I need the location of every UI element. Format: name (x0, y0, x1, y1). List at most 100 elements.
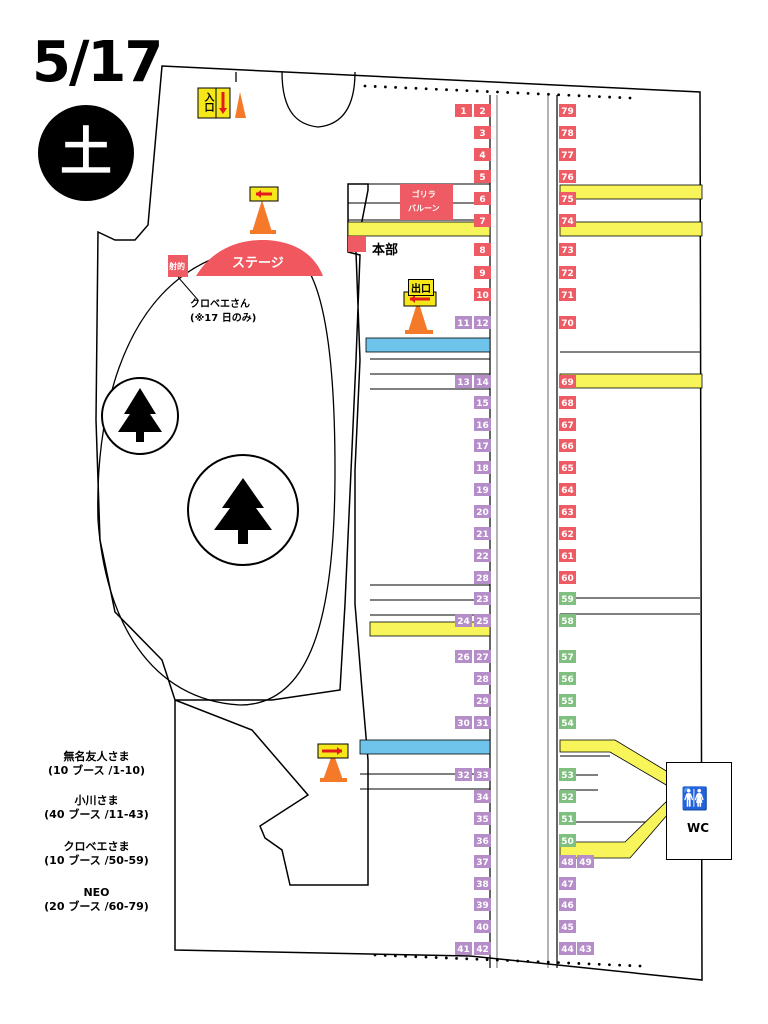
booth-b: 78 (559, 126, 576, 139)
dotted-fence (363, 84, 642, 968)
booth-b: 55 (559, 694, 576, 707)
booth-b: 68 (559, 396, 576, 409)
svg-text:44: 44 (561, 945, 574, 955)
hq-label: 本部 (372, 243, 399, 258)
booth-a: 40 (474, 920, 491, 933)
svg-text:2: 2 (479, 107, 485, 117)
booth-a: 33 (474, 768, 491, 781)
svg-text:1: 1 (460, 107, 466, 117)
booth-a: 31 (474, 716, 491, 729)
booth-b: 56 (559, 672, 576, 685)
svg-text:46: 46 (561, 901, 574, 911)
svg-text:26: 26 (457, 653, 470, 663)
booth-b: 63 (559, 505, 576, 518)
svg-text:67: 67 (561, 421, 574, 431)
booth-b: 66 (559, 439, 576, 452)
booth-a: 19 (474, 483, 491, 496)
svg-text:21: 21 (476, 530, 489, 540)
booth-a: 28 (474, 672, 491, 685)
gorilla-balloon-label: ゴリラ バルーン (408, 190, 440, 213)
svg-text:78: 78 (561, 129, 574, 139)
tree-icon (101, 377, 179, 455)
svg-text:45: 45 (561, 923, 574, 933)
booth-a: 35 (474, 812, 491, 825)
svg-text:60: 60 (561, 574, 574, 584)
booth-a: 37 (474, 855, 491, 868)
svg-text:79: 79 (561, 107, 574, 117)
svg-text:11: 11 (457, 319, 470, 329)
svg-text:25: 25 (476, 617, 489, 627)
svg-text:70: 70 (561, 319, 574, 329)
booth-a: 28 (474, 571, 491, 584)
svg-text:33: 33 (476, 771, 489, 781)
booth-b: 61 (559, 549, 576, 562)
booth-a: 14 (474, 375, 491, 388)
booth-b: 46 (559, 898, 576, 911)
legend-name: 無名友人さま (63, 750, 130, 763)
svg-text:54: 54 (561, 719, 574, 729)
booth-b: 67 (559, 418, 576, 431)
svg-text:53: 53 (561, 771, 574, 781)
hq-marker (348, 236, 366, 252)
svg-text:7: 7 (479, 217, 485, 227)
booth-b: 62 (559, 527, 576, 540)
svg-text:31: 31 (476, 719, 489, 729)
legend-name: クロベエさま (63, 840, 130, 853)
booth-inner: 26 (455, 650, 472, 663)
svg-text:14: 14 (476, 378, 489, 388)
booth-b: 77 (559, 148, 576, 161)
booth-a: 8 (474, 243, 491, 256)
svg-text:76: 76 (561, 173, 574, 183)
svg-text:8: 8 (479, 246, 485, 256)
booth-inner: 30 (455, 716, 472, 729)
legend-name: 小川さま (74, 794, 119, 807)
booth-b: 51 (559, 812, 576, 825)
booth-a: 6 (474, 192, 491, 205)
svg-text:75: 75 (561, 195, 574, 205)
booth-a: 29 (474, 694, 491, 707)
svg-text:73: 73 (561, 246, 574, 256)
booth-b: 52 (559, 790, 576, 803)
legend-name: NEO (83, 886, 110, 899)
svg-text:27: 27 (476, 653, 489, 663)
tree-icon (187, 454, 299, 566)
booth-a: 17 (474, 439, 491, 452)
svg-text:20: 20 (476, 508, 489, 518)
svg-text:71: 71 (561, 291, 574, 301)
svg-text:5: 5 (479, 173, 485, 183)
svg-text:48: 48 (561, 858, 574, 868)
svg-text:38: 38 (476, 880, 489, 890)
svg-text:56: 56 (561, 675, 574, 685)
svg-text:49: 49 (579, 858, 592, 868)
svg-text:50: 50 (561, 837, 574, 847)
svg-text:55: 55 (561, 697, 574, 707)
booth-a: 34 (474, 790, 491, 803)
booth-b: 71 (559, 288, 576, 301)
svg-text:63: 63 (561, 508, 574, 518)
day-badge: 土 (38, 105, 134, 201)
legend-item: 小川さま(40 ブース /11-43) (14, 794, 179, 822)
booth-a: 27 (474, 650, 491, 663)
svg-text:77: 77 (561, 151, 574, 161)
booth-extra: 43 (577, 942, 594, 955)
svg-text:66: 66 (561, 442, 574, 452)
svg-text:15: 15 (476, 399, 489, 409)
gorilla-balloon-area (400, 184, 453, 220)
entrance-gate (281, 71, 356, 128)
booth-b: 59 (559, 592, 576, 605)
svg-text:62: 62 (561, 530, 574, 540)
booth-a: 12 (474, 316, 491, 329)
stage-label: ステージ (232, 256, 284, 271)
svg-text:72: 72 (561, 269, 574, 279)
traffic-cone-icon (250, 200, 276, 234)
svg-text:68: 68 (561, 399, 574, 409)
booth-b: 45 (559, 920, 576, 933)
booth-b: 54 (559, 716, 576, 729)
svg-text:30: 30 (457, 719, 470, 729)
legend-detail: (10 ブース /50-59) (44, 854, 149, 867)
booth-b: 47 (559, 877, 576, 890)
svg-text:28: 28 (476, 675, 489, 685)
svg-text:13: 13 (457, 378, 470, 388)
entrance-label: 入口 (202, 92, 213, 112)
